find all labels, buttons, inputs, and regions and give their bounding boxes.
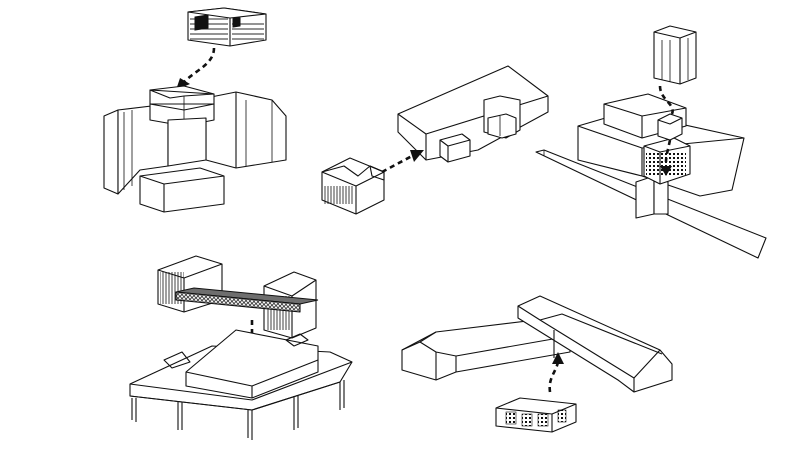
drop-arrow — [658, 85, 674, 176]
gabled-wings — [401, 295, 673, 393]
drop-box — [657, 113, 683, 141]
small-pavilion — [495, 397, 577, 433]
courtyard-platform — [129, 329, 353, 440]
insertion-arrow — [176, 47, 216, 90]
connection-arrow — [381, 150, 424, 174]
pavilion-arrow — [548, 352, 564, 393]
panel-pavilion-gabled — [401, 295, 673, 433]
main-long-building — [397, 65, 549, 163]
floating-striped-volume — [187, 7, 267, 47]
panel-tower-drop — [535, 25, 767, 259]
base-building — [103, 85, 287, 213]
panel-bridge-volume — [129, 255, 353, 440]
panel-stacked-volume — [103, 7, 287, 213]
floating-tower — [653, 25, 697, 85]
panel-detached-annex — [321, 65, 549, 215]
bridge-volumes — [157, 255, 319, 339]
detached-annex-volume — [321, 157, 385, 215]
